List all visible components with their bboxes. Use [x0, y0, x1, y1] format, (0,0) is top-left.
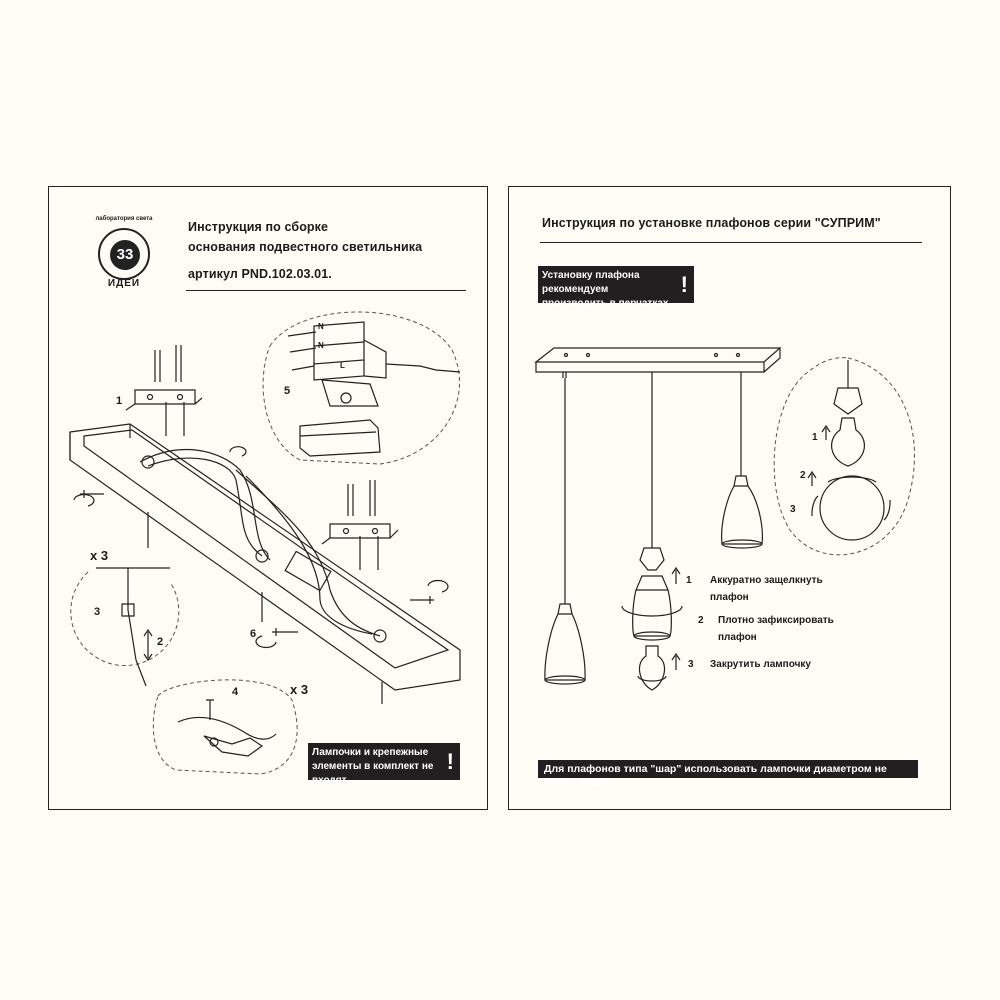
logo-bottom-text: ИДЕИ	[107, 278, 141, 289]
logo-ring	[98, 228, 150, 280]
detail-circle-step3	[70, 567, 180, 687]
warning-icon: !	[680, 271, 688, 297]
notice-gloves-text: Установку плафона рекомендуем производит…	[542, 270, 669, 309]
callout-2: 2	[157, 636, 164, 648]
step-1-text: Аккуратно защелкнуть плафон	[710, 575, 823, 603]
mounting-bracket-2	[321, 480, 399, 570]
notice-gloves: Установку плафона рекомендуем производит…	[538, 266, 694, 309]
logo-top-text: лаборатория света	[95, 216, 153, 222]
callout-3: 3	[94, 606, 101, 618]
callout-4: 4	[232, 686, 239, 698]
terminal-label-n2: N	[318, 341, 324, 350]
quantity-x3-b: x 3	[290, 682, 309, 697]
left-title-line2: основания подвестного светильника	[188, 240, 423, 254]
ball-shade-detail	[773, 357, 915, 556]
step-arrows	[671, 566, 681, 670]
step-3-text: Закрутить лампочку	[710, 659, 811, 670]
warning-icon: !	[446, 748, 454, 774]
notice-not-included: Лампочки и крепежные элементы в комплект…	[308, 743, 460, 786]
step-1-number: 1	[686, 575, 692, 586]
ball-step-1: 1	[812, 432, 818, 443]
notice-ball-shade: Для плафонов типа "шар" использовать лам…	[538, 760, 918, 789]
terminal-label-l: L	[340, 361, 345, 370]
detail-step4	[152, 679, 298, 775]
step-2-number: 2	[698, 615, 704, 626]
terminal-label-n1: N	[318, 322, 324, 331]
step-2-text: Плотно зафиксировать плафон	[718, 615, 834, 643]
callout-5: 5	[284, 385, 291, 397]
callout-1: 1	[116, 395, 123, 407]
left-title-line1: Инструкция по сборке	[188, 220, 329, 234]
logo-number: 33	[110, 240, 140, 270]
pendant-right	[721, 372, 763, 549]
brand-logo: 33 лаборатория света ИДЕИ	[84, 214, 164, 294]
ball-step-2: 2	[800, 470, 806, 481]
pendant-left	[544, 372, 586, 685]
rotation-arrows	[73, 446, 449, 649]
left-title-line3: артикул PND.102.03.01.	[188, 267, 332, 281]
canopy-box	[69, 423, 461, 704]
callout-6: 6	[250, 628, 257, 640]
right-title: Инструкция по установке плафонов серии "…	[542, 216, 881, 230]
right-title-rule	[540, 242, 922, 243]
left-title-rule	[186, 290, 466, 291]
pendant-middle-exploded	[621, 372, 683, 691]
ceiling-plate	[534, 347, 782, 373]
quantity-x3-a: x 3	[90, 548, 109, 563]
internal-wires	[139, 449, 387, 643]
step-3-number: 3	[688, 659, 694, 670]
ball-step-3: 3	[790, 504, 796, 515]
detail-step5-terminal-block	[262, 311, 461, 465]
mounting-bracket-1	[125, 345, 203, 436]
notice-not-included-text: Лампочки и крепежные элементы в комплект…	[312, 747, 434, 786]
